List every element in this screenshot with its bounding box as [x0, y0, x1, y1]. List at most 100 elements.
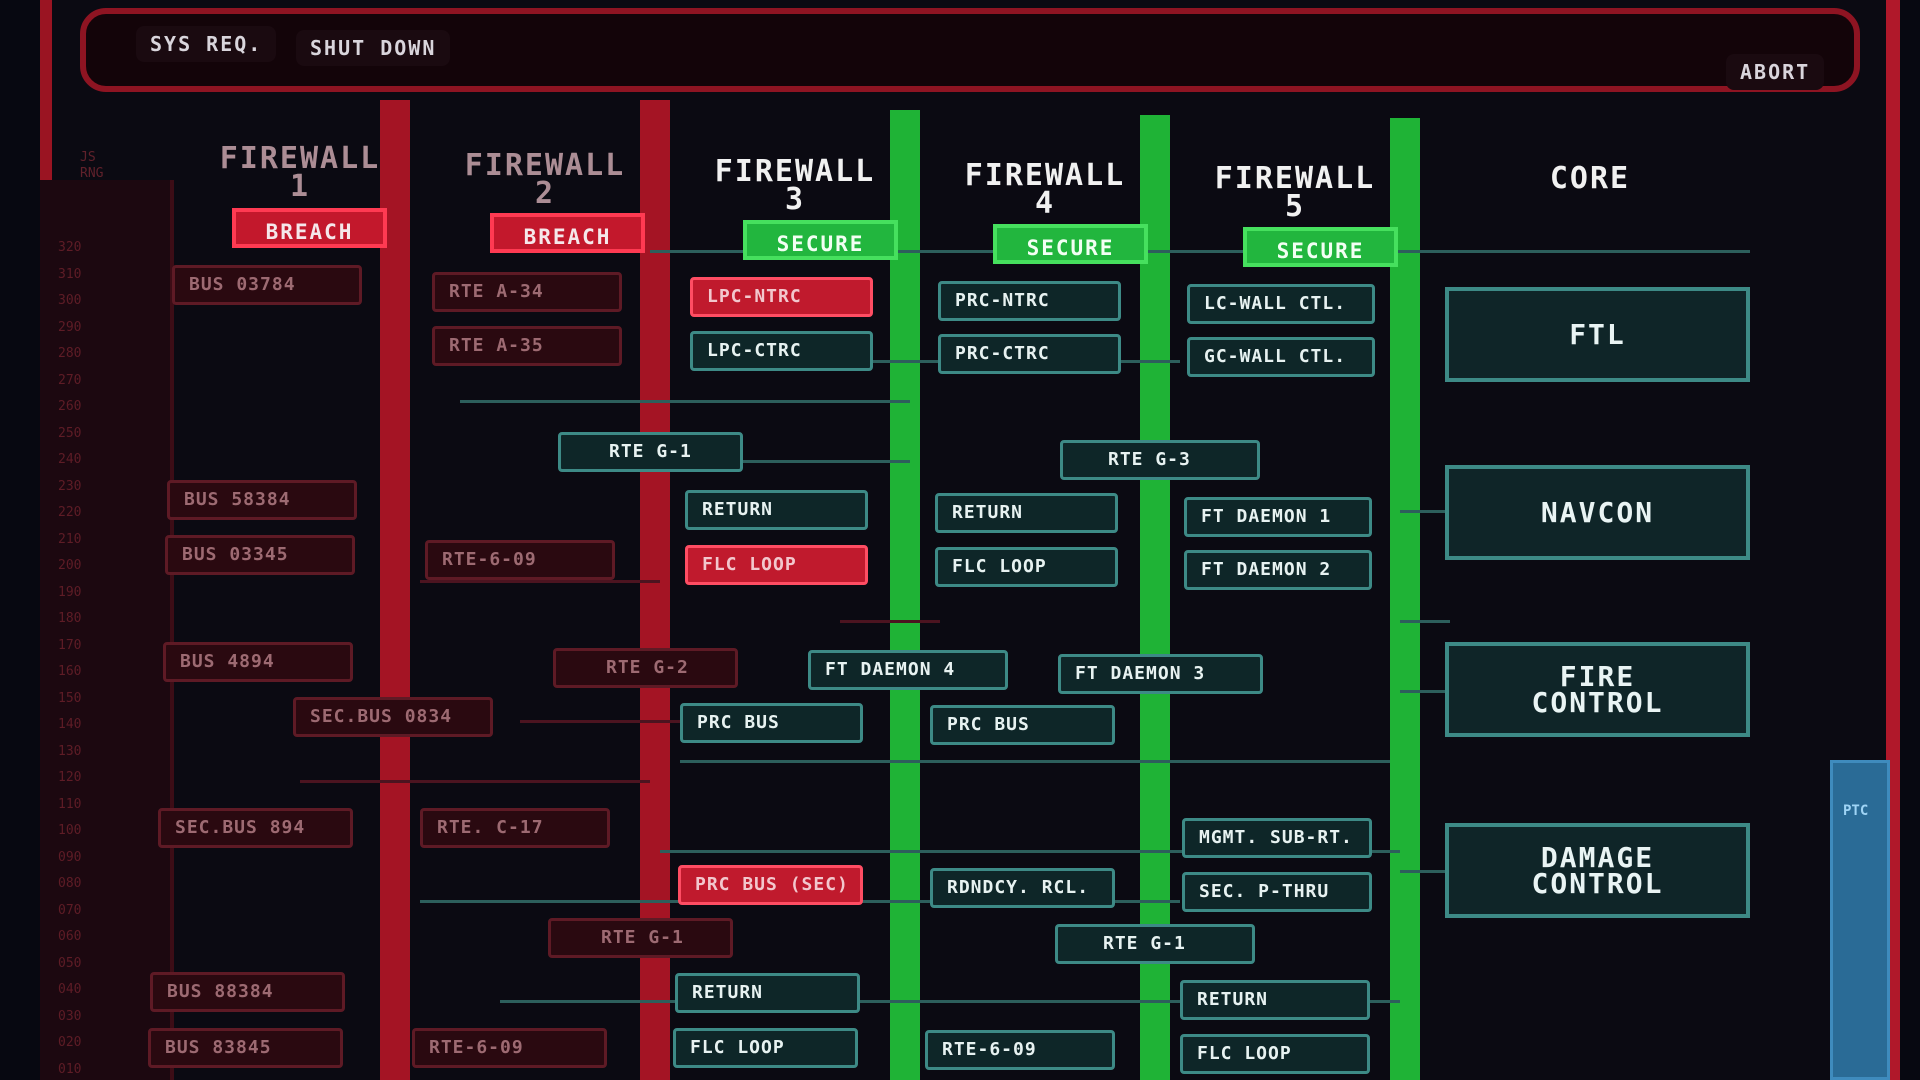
- firewall-2-title: FIREWALL 2: [464, 148, 626, 211]
- firewall-4-conduit: [1140, 115, 1170, 1080]
- core-fire-control-button[interactable]: FIRE CONTROL: [1445, 642, 1750, 737]
- fw3-node-2[interactable]: LPC-CTRC: [690, 331, 873, 371]
- core-title: CORE: [1549, 161, 1631, 196]
- fw1-node-4[interactable]: BUS 4894: [163, 642, 353, 682]
- shut-down-button[interactable]: SHUT DOWN: [296, 30, 451, 66]
- fw4-node-1[interactable]: PRC-NTRC: [938, 281, 1121, 321]
- core-damage-control-button[interactable]: DAMAGE CONTROL: [1445, 823, 1750, 918]
- ruler-tick-label: 310: [58, 266, 82, 282]
- ruler-tick-label: 290: [58, 319, 82, 335]
- abort-button[interactable]: ABORT: [1726, 54, 1825, 90]
- fw1-node-8[interactable]: BUS 83845: [148, 1028, 343, 1068]
- routing-wire: [420, 580, 660, 583]
- fw2-node-6[interactable]: RTE. C-17: [420, 808, 610, 848]
- ruler-tick-label: 150: [58, 690, 82, 706]
- firewall-1-heading: FIREWALL 1: [210, 144, 390, 202]
- fw1-node-2[interactable]: BUS 58384: [167, 480, 357, 520]
- ruler-tick-label: 020: [58, 1035, 82, 1050]
- ruler-tick-label: 030: [58, 1008, 82, 1024]
- ruler-tick-label: 200: [58, 558, 82, 573]
- fw3-node-5[interactable]: FT DAEMON 4: [808, 650, 1008, 690]
- firewall-2-conduit: [640, 100, 670, 1080]
- core-ftl-button[interactable]: FTL: [1445, 287, 1750, 382]
- fw4-node-6[interactable]: FT DAEMON 3: [1058, 654, 1263, 694]
- fw2-node-2[interactable]: RTE A-35: [432, 326, 622, 366]
- fw4-node-3[interactable]: RTE G-3: [1060, 440, 1260, 480]
- fw1-node-6[interactable]: SEC.BUS 894: [158, 808, 353, 848]
- core-ftl-label: FTL: [1569, 317, 1626, 351]
- fw3-node-6[interactable]: PRC BUS: [680, 703, 863, 743]
- routing-wire: [300, 780, 650, 783]
- routing-wire: [520, 720, 680, 723]
- fw5-node-4[interactable]: FT DAEMON 2: [1184, 550, 1372, 590]
- ruler-tick-label: 080: [58, 876, 82, 891]
- ruler-tick-label: 130: [58, 743, 82, 759]
- fw5-node-6[interactable]: SEC. P-THRU: [1182, 872, 1372, 912]
- ruler-tick-label: 120: [58, 770, 82, 785]
- ruler-tick-label: 100: [58, 823, 82, 838]
- fw5-node-8[interactable]: FLC LOOP: [1180, 1034, 1370, 1074]
- ruler-tick-label: 060: [58, 929, 82, 944]
- ruler-tick-label: 210: [58, 531, 82, 547]
- fw3-node-4[interactable]: FLC LOOP: [685, 545, 868, 585]
- firewall-3-conduit: [890, 110, 920, 1080]
- ruler-tick-label: 110: [58, 796, 82, 812]
- fw2-node-5[interactable]: RTE G-2: [553, 648, 738, 688]
- fw2-node-8[interactable]: RTE-6-09: [412, 1028, 607, 1068]
- fw4-node-4[interactable]: RETURN: [935, 493, 1118, 533]
- ruler-tick-label: 220: [58, 505, 82, 520]
- core-navcon-button[interactable]: NAVCON: [1445, 465, 1750, 560]
- firewall-3-status-badge: SECURE: [743, 220, 898, 260]
- fw5-node-2[interactable]: GC-WALL CTL.: [1187, 337, 1375, 377]
- fw2-node-7[interactable]: RTE G-1: [548, 918, 733, 958]
- firewall-1-conduit: [380, 100, 410, 1080]
- fw4-node-10[interactable]: RTE-6-09: [925, 1030, 1115, 1070]
- fw1-node-7[interactable]: BUS 88384: [150, 972, 345, 1012]
- fw4-node-8[interactable]: RDNDCY. RCL.: [930, 868, 1115, 908]
- routing-wire: [460, 400, 910, 403]
- fw1-node-3[interactable]: BUS 03345: [165, 535, 355, 575]
- ruler-tick-label: 090: [58, 849, 82, 865]
- firewall-3-heading: FIREWALL 3: [705, 157, 885, 215]
- routing-wire: [1400, 690, 1450, 693]
- fw5-node-3[interactable]: FT DAEMON 1: [1184, 497, 1372, 537]
- fw3-node-7[interactable]: PRC BUS (SEC): [678, 865, 863, 905]
- routing-wire: [680, 760, 1390, 763]
- ruler-tick-label: 180: [58, 611, 82, 626]
- sys-req-button[interactable]: SYS REQ.: [136, 26, 277, 62]
- ruler-tick-label: 010: [58, 1061, 82, 1077]
- firewall-4-status-badge: SECURE: [993, 224, 1148, 264]
- fw4-node-9[interactable]: RTE G-1: [1055, 924, 1255, 964]
- fw3-node-8[interactable]: RETURN: [675, 973, 860, 1013]
- top-command-bar: SYS REQ. SHUT DOWN ABORT: [80, 8, 1860, 92]
- fw4-node-2[interactable]: PRC-CTRC: [938, 334, 1121, 374]
- fw5-node-1[interactable]: LC-WALL CTL.: [1187, 284, 1375, 324]
- fw3-node-3[interactable]: RETURN: [685, 490, 868, 530]
- ptc-gauge-label: PTC: [1843, 803, 1869, 819]
- fw5-node-5[interactable]: MGMT. SUB-RT.: [1182, 818, 1372, 858]
- core-fire-control-label: FIRE CONTROL: [1531, 659, 1664, 719]
- fw4-node-7[interactable]: PRC BUS: [930, 705, 1115, 745]
- firewall-5-status-badge: SECURE: [1243, 227, 1398, 267]
- ruler-tick-label: 190: [58, 584, 82, 600]
- routing-wire: [650, 250, 1750, 253]
- firewall-4-title: FIREWALL 4: [964, 158, 1126, 221]
- fw1-node-1[interactable]: BUS 03784: [172, 265, 362, 305]
- firewall-1-title: FIREWALL 1: [219, 141, 381, 204]
- firewall-1-status-badge: BREACH: [232, 208, 387, 248]
- fw2-node-3[interactable]: RTE G-1: [558, 432, 743, 472]
- routing-wire: [680, 460, 910, 463]
- fw3-node-1[interactable]: LPC-NTRC: [690, 277, 873, 317]
- fw1-node-5[interactable]: SEC.BUS 0834: [293, 697, 493, 737]
- ruler-tick-label: 250: [58, 425, 82, 441]
- ptc-gauge: PTC: [1830, 760, 1890, 1080]
- fw2-node-1[interactable]: RTE A-34: [432, 272, 622, 312]
- fw4-node-5[interactable]: FLC LOOP: [935, 547, 1118, 587]
- fw5-node-7[interactable]: RETURN: [1180, 980, 1370, 1020]
- side-label-rng: RNG: [80, 166, 104, 181]
- firewall-3-title: FIREWALL 3: [714, 154, 876, 217]
- fw2-node-4[interactable]: RTE-6-09: [425, 540, 615, 580]
- fw3-node-9[interactable]: FLC LOOP: [673, 1028, 858, 1068]
- ruler-tick-label: 240: [58, 452, 82, 467]
